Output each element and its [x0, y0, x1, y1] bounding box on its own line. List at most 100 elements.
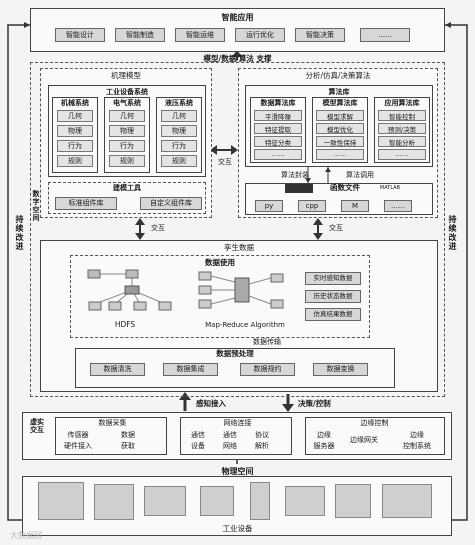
- data-preprocess-title: 数据预处理: [216, 349, 254, 358]
- sensor-label: 传感器: [67, 431, 89, 439]
- algorithm-item: 平滑降噪: [254, 110, 302, 121]
- edge-label-1: 边缘: [317, 431, 331, 439]
- assembly-line-icon: [335, 484, 371, 518]
- support-label: 模型/数据/算法 支撑: [203, 54, 272, 63]
- algorithm-item: 模型求解: [316, 110, 364, 121]
- custom-component-library: 自定义组件库: [140, 197, 202, 210]
- mechanism-attribute: 物理: [109, 125, 145, 137]
- production-equipment-icon: [382, 484, 432, 518]
- simulation-result-data: 仿真结果数据: [305, 308, 361, 321]
- twin-data-title: 孪生数据: [224, 243, 254, 252]
- modeling-tools-title: 建模工具: [113, 184, 141, 192]
- excavator-icon: [200, 486, 234, 516]
- hardware-access-label: 硬件接入: [64, 442, 92, 450]
- sense-access-label: 感知接入: [196, 399, 226, 408]
- mechanism-system-title: 电气系统: [113, 99, 141, 107]
- mechanism-attribute: 规则: [161, 155, 197, 167]
- algorithm-item: ……: [378, 149, 426, 160]
- data-label: 数据: [121, 431, 135, 439]
- data-transfer-label: 数据传输: [253, 338, 281, 346]
- algorithm-item: 预测/决策: [378, 123, 426, 134]
- network-label: 网络: [223, 442, 237, 450]
- data-transformation: 数据变换: [313, 363, 368, 376]
- machining-center-icon: [94, 484, 134, 520]
- left-interaction-label: 交互: [151, 224, 165, 232]
- app-smart-maintenance: 智能运维: [175, 28, 225, 42]
- network-connection-group: [180, 417, 292, 455]
- digital-space-label: 数字空间: [32, 190, 40, 222]
- edge-control-title: 边缘控制: [360, 419, 389, 427]
- algorithm-item: 特征分类: [254, 136, 302, 147]
- file-cpp: cpp: [298, 200, 326, 212]
- edge-gateway-label: 边缘网关: [350, 436, 378, 444]
- mechanism-attribute: 几何: [161, 110, 197, 122]
- edge-control-group: [305, 417, 445, 455]
- wind-turbine-icon: [250, 482, 270, 520]
- data-collection-group: [55, 417, 167, 455]
- digital-space-container: [30, 62, 445, 397]
- watermark: 大数据园: [10, 531, 42, 540]
- algorithm-item: ……: [254, 149, 302, 160]
- algorithm-library-title: 数据算法库: [260, 99, 296, 107]
- data-integration: 数据集成: [163, 363, 218, 376]
- encapsulate-call-arrows: [305, 167, 331, 183]
- parse-label: 解析: [255, 442, 269, 450]
- algorithm-item: 模型优化: [316, 123, 364, 134]
- mechanism-attribute: 行为: [161, 140, 197, 152]
- algorithm-library-title: 算法库: [328, 88, 350, 96]
- comm-network-label-1: 通信: [223, 431, 237, 439]
- algorithm-library-title: 模型算法库: [322, 99, 358, 107]
- mechanism-system-title: 液压系统: [165, 99, 193, 107]
- right-interaction-label: 交互: [329, 224, 343, 232]
- analysis-algorithm-title: 分析/仿真/决策算法: [305, 71, 371, 80]
- algorithm-item: 智能控制: [378, 110, 426, 121]
- file-more: ……: [384, 200, 412, 212]
- data-collection-title: 数据采集: [98, 419, 127, 427]
- hdfs-network-icon: [87, 269, 172, 311]
- physical-equipment-panel: [22, 476, 452, 536]
- mechanism-attribute: 行为: [57, 140, 93, 152]
- industrial-equipment-label: 工业设备: [222, 524, 253, 533]
- robot-arm-icon: [285, 486, 325, 516]
- standard-component-library: 标准组件库: [55, 197, 117, 210]
- cnc-machine-icon: [38, 482, 84, 520]
- network-connection-title: 网络连接: [223, 419, 252, 427]
- protocol-label: 协议: [255, 431, 269, 439]
- algorithm-encapsulate-label: 算法封装: [281, 171, 309, 179]
- virtual-real-label: 虚实交互: [30, 418, 44, 435]
- mechanism-attribute: 行为: [109, 140, 145, 152]
- function-file-title: 函数文件: [330, 183, 360, 192]
- decision-control-label: 决策/控制: [298, 399, 331, 408]
- data-reduction: 数据规约: [240, 363, 295, 376]
- comm-device-label-1: 通信: [191, 431, 205, 439]
- app-smart-design: 智能设计: [55, 28, 105, 42]
- mechanism-attribute: 物理: [161, 125, 197, 137]
- mechanism-system-title: 机械系统: [61, 99, 89, 107]
- hdfs-label: HDFS: [114, 320, 136, 329]
- edge-label-2: 边缘: [410, 431, 424, 439]
- algorithm-item: 特征提取: [254, 123, 302, 134]
- algorithm-item: ……: [316, 149, 364, 160]
- mechanism-attribute: 几何: [109, 110, 145, 122]
- mid-interaction-label: 交互: [218, 158, 232, 166]
- app-smart-decision: 智能决策: [295, 28, 345, 42]
- data-cleaning: 数据清洗: [90, 363, 145, 376]
- algorithm-call-label: 算法调用: [346, 171, 374, 179]
- mechanism-attribute: 规则: [109, 155, 145, 167]
- app-operation-optimization: 运行优化: [235, 28, 285, 42]
- lathe-icon: [144, 486, 186, 516]
- acquire-label: 获取: [121, 442, 135, 450]
- matlab-logo-icon: MATLAB: [379, 185, 401, 191]
- mapreduce-label: Map-Reduce Algorithm: [205, 321, 285, 329]
- smart-applications-title: 智能应用: [221, 13, 254, 22]
- algorithm-library-title: 应用算法库: [384, 99, 420, 107]
- historical-state-data: 历史状态数据: [305, 290, 361, 303]
- physical-space-title: 物理空间: [221, 467, 254, 476]
- data-usage-title: 数据使用: [205, 258, 235, 267]
- mechanism-attribute: 规则: [57, 155, 93, 167]
- equipment-system-title: 工业设备系统: [106, 88, 148, 96]
- mechanism-attribute: 几何: [57, 110, 93, 122]
- mapreduce-diagram-icon: [198, 271, 284, 309]
- algorithm-item: 智能分析: [378, 136, 426, 147]
- realtime-sensing-data: 实时感知数据: [305, 272, 361, 285]
